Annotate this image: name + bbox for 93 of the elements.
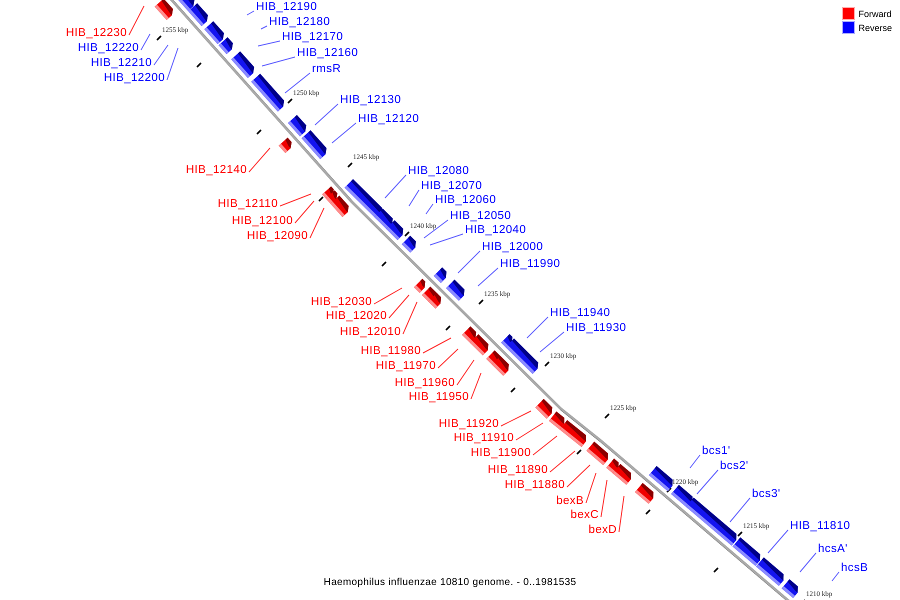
leader-line (500, 410, 532, 426)
gene-label: bexD (588, 523, 617, 537)
leader-line (284, 72, 310, 94)
gene-label: HIB_11940 (550, 306, 610, 320)
gene-label: bexB (556, 494, 584, 508)
leader-line (566, 464, 590, 488)
leader-line (422, 338, 452, 354)
gene-label: HIB_11920 (438, 417, 499, 431)
leader-line (166, 48, 178, 80)
leader-line (540, 332, 564, 352)
gene-label: bcs2' (720, 459, 748, 473)
gene-label: HIB_11910 (454, 431, 514, 445)
gene-label: HIB_11890 (488, 463, 548, 477)
gene-label: rmsR (312, 62, 342, 76)
leader-line (310, 208, 324, 238)
gene-label: HIB_11900 (470, 446, 531, 460)
leader-line (280, 194, 312, 206)
leader-line (154, 44, 168, 66)
gene-label: HIB_12180 (269, 15, 330, 29)
gene-label: HIB_11990 (500, 257, 560, 271)
leader-line (586, 472, 596, 504)
gene-label: HIB_12230 (66, 26, 127, 40)
leader-line (260, 26, 268, 30)
gene-label: hcsA' (818, 542, 848, 556)
leader-line (388, 294, 410, 318)
gene-label: bcs3' (752, 487, 780, 501)
legend-label: Reverse (858, 22, 892, 32)
gene-label: HIB_11960 (394, 376, 455, 390)
gene-label: HIB_12200 (104, 71, 165, 85)
leader-line (294, 200, 314, 224)
leader-line (332, 122, 356, 144)
gene-label: HIB_12000 (482, 240, 544, 254)
gene-label: HIB_12160 (297, 46, 358, 60)
gene-label: bexC (570, 508, 599, 522)
leader-line (532, 436, 558, 456)
leader-line (384, 174, 406, 198)
gene-label: hcsB (841, 561, 868, 575)
leader-line (438, 348, 458, 368)
leader-line (248, 148, 270, 172)
gene-label: HIB_12090 (246, 229, 308, 243)
leader-line (402, 302, 418, 334)
leader-line (832, 572, 840, 582)
gene-label: HIB_12050 (450, 209, 512, 223)
leader-line (374, 288, 402, 304)
gene-label: HIB_12060 (435, 193, 496, 207)
gene-label: HIB_11930 (566, 321, 626, 335)
leader-line (262, 56, 296, 66)
leader-line (430, 234, 464, 246)
gene-label: HIB_12100 (232, 214, 293, 228)
gene-label: HIB_11970 (376, 359, 436, 373)
gene-label: HIB_12140 (186, 163, 247, 177)
gene-label: bcs1' (702, 444, 730, 458)
leader-line (258, 40, 280, 46)
gene-label: HIB_12190 (256, 0, 318, 14)
gene-label: HIB_12070 (421, 179, 482, 193)
leader-line (800, 552, 816, 572)
leader-line (526, 316, 548, 338)
leader-line (128, 6, 144, 36)
leader-line (314, 104, 338, 126)
gene-label: HIB_12080 (408, 164, 470, 178)
gene-label: HIB_12130 (340, 93, 402, 107)
leader-line (470, 372, 482, 400)
gene-label: HIB_11980 (360, 344, 421, 358)
gene-label: HIB_11950 (408, 390, 469, 404)
leader-line (424, 220, 448, 238)
leader-line (426, 204, 434, 214)
leader-line (618, 496, 624, 532)
leader-line (408, 190, 420, 206)
leader-line (696, 470, 718, 494)
leader-line (478, 268, 498, 286)
gene-label: HIB_12030 (310, 295, 372, 309)
leader-line (730, 498, 750, 522)
leader-line (690, 454, 700, 468)
legend-label: Forward (858, 8, 892, 18)
leader-line (458, 250, 480, 274)
gene-label: HIB_12010 (340, 325, 401, 339)
gene-label: HIB_12170 (282, 30, 344, 44)
gene-label: HIB_12220 (78, 41, 139, 55)
leader-line (140, 34, 150, 50)
gene-label: HIB_12210 (90, 56, 152, 70)
leader-line (516, 422, 544, 440)
leader-line (600, 480, 608, 518)
leader-line (246, 10, 254, 16)
gene-label: HIB_12020 (326, 309, 387, 323)
gene-label: HIB_12120 (358, 112, 420, 126)
gene-label: HIB_11880 (504, 478, 565, 492)
leader-line (456, 360, 474, 386)
caption: Haemophilus influenzae 10810 genome. - 0..1981535 (322, 577, 578, 588)
gene-label: HIB_12040 (465, 223, 526, 237)
gene-label: HIB_12110 (218, 197, 278, 211)
leader-line (550, 450, 576, 472)
gene-label: HIB_11810 (790, 519, 850, 533)
leader-line (768, 530, 788, 554)
